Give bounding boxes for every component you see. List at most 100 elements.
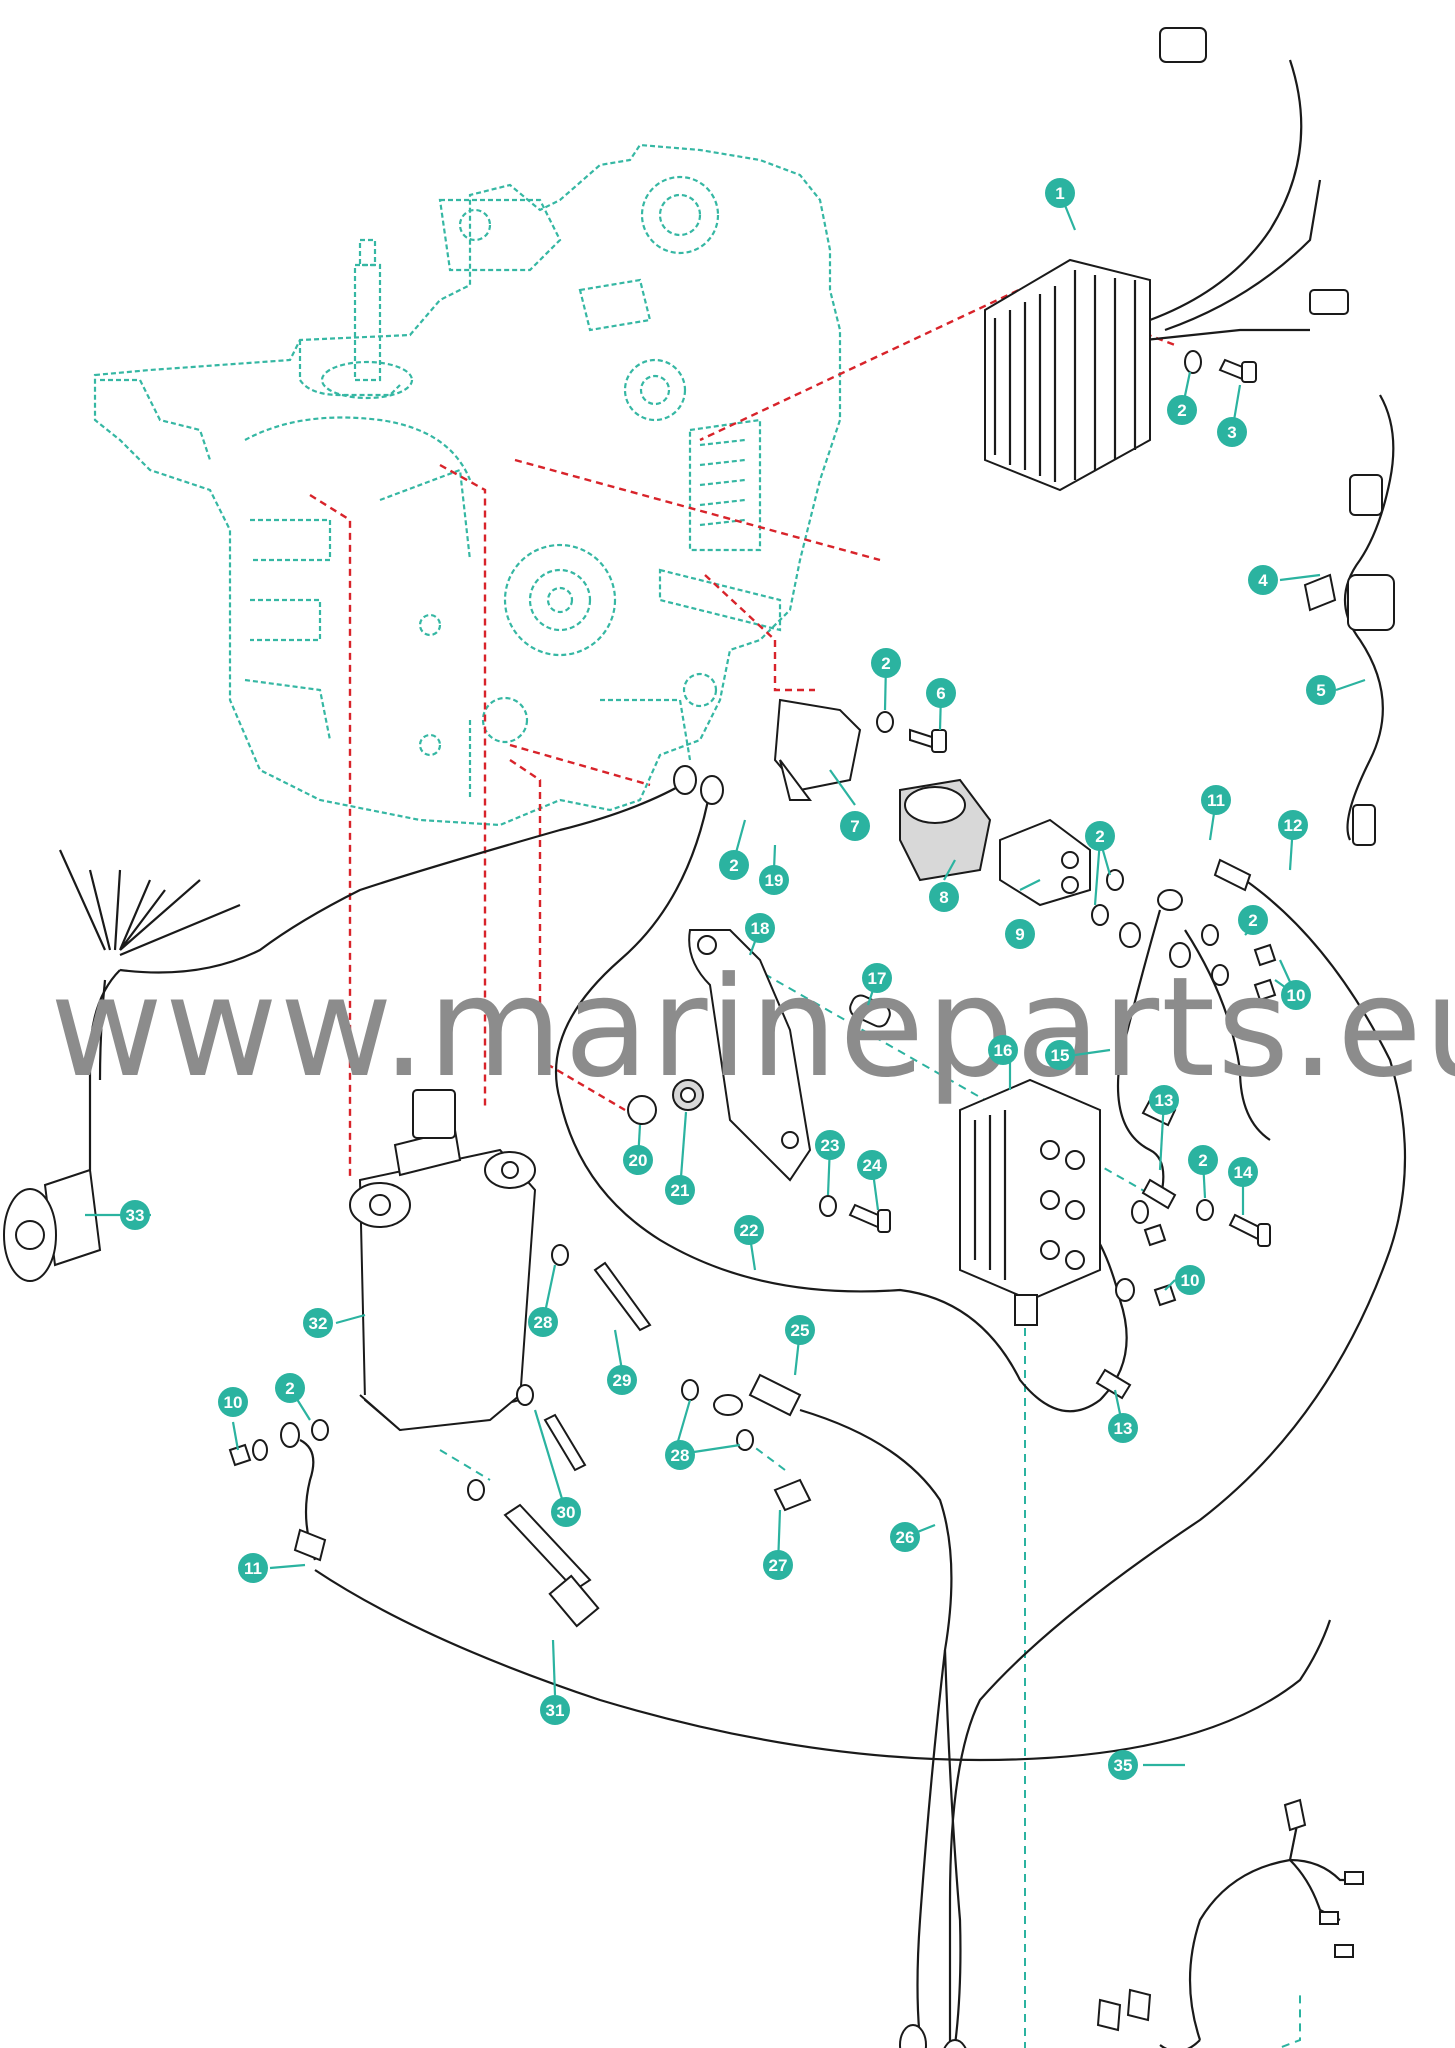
part-callout[interactable]: 2 xyxy=(1167,395,1197,425)
callout-number: 2 xyxy=(729,856,738,875)
part-callout[interactable]: 12 xyxy=(1278,810,1308,840)
spacer-part xyxy=(849,994,891,1028)
part-callout[interactable]: 16 xyxy=(988,1035,1018,1065)
part-callout[interactable]: 25 xyxy=(785,1315,815,1345)
part-callout[interactable]: 20 xyxy=(623,1145,653,1175)
part-callout[interactable]: 19 xyxy=(759,865,789,895)
part-callout[interactable]: 1 xyxy=(1045,178,1075,208)
screw-part xyxy=(1184,350,1257,383)
part-callout[interactable]: 29 xyxy=(607,1365,637,1395)
part-callout[interactable]: 35 xyxy=(1108,1750,1138,1780)
fuse-holder-part xyxy=(1303,474,1395,846)
callout-number: 32 xyxy=(309,1314,328,1333)
connector-part xyxy=(3,1168,102,1282)
part-callout[interactable]: 13 xyxy=(1108,1413,1138,1443)
callout-number: 10 xyxy=(1287,986,1306,1005)
part-callout[interactable]: 24 xyxy=(857,1150,887,1180)
part-callout[interactable]: 10 xyxy=(1175,1265,1205,1295)
stud-part xyxy=(467,1244,652,1628)
callout-number: 28 xyxy=(671,1446,690,1465)
callout-number: 9 xyxy=(1015,925,1024,944)
callout-number: 19 xyxy=(765,871,784,890)
part-callout[interactable]: 31 xyxy=(540,1695,570,1725)
callout-number: 10 xyxy=(1181,1271,1200,1290)
part-callout[interactable]: 14 xyxy=(1228,1157,1258,1187)
connector-part xyxy=(1096,1798,1364,2032)
part-callout[interactable]: 7 xyxy=(840,811,870,841)
callout-number: 11 xyxy=(244,1559,262,1578)
bolt-part xyxy=(819,1195,891,1233)
part-callout[interactable]: 2 xyxy=(275,1373,305,1403)
part-callout[interactable]: 27 xyxy=(763,1550,793,1580)
callout-number: 29 xyxy=(613,1371,632,1390)
engine-block-outline xyxy=(93,143,842,827)
callout-number: 3 xyxy=(1227,423,1236,442)
callout-number: 26 xyxy=(896,1528,915,1547)
part-callout[interactable]: 2 xyxy=(1238,905,1268,935)
part-callout[interactable]: 17 xyxy=(862,963,892,993)
callout-number: 2 xyxy=(1095,827,1104,846)
part-callout[interactable]: 2 xyxy=(1188,1145,1218,1175)
callout-number: 14 xyxy=(1234,1163,1253,1182)
part-callout[interactable]: 13 xyxy=(1149,1085,1179,1115)
callout-number: 15 xyxy=(1051,1046,1070,1065)
bolt-part xyxy=(876,711,947,753)
grommet-part xyxy=(627,1079,704,1125)
rectifier-part xyxy=(984,27,1349,492)
callout-number: 31 xyxy=(546,1701,565,1720)
solenoid-part xyxy=(999,818,1124,926)
wiring xyxy=(58,59,1407,2048)
callout-number: 2 xyxy=(1198,1151,1207,1170)
callout-number: 12 xyxy=(1284,816,1303,835)
part-callout[interactable]: 18 xyxy=(745,913,775,943)
part-callout[interactable]: 6 xyxy=(926,678,956,708)
part-callout[interactable]: 32 xyxy=(303,1308,333,1338)
part-callout[interactable]: 8 xyxy=(929,882,959,912)
part-callout[interactable]: 10 xyxy=(1281,980,1311,1010)
callout-number: 33 xyxy=(126,1206,145,1225)
callout-number: 22 xyxy=(740,1221,759,1240)
part-callout[interactable]: 15 xyxy=(1045,1040,1075,1070)
callout-number: 10 xyxy=(224,1393,243,1412)
part-callout[interactable]: 33 xyxy=(120,1200,150,1230)
part-callout[interactable]: 10 xyxy=(218,1387,248,1417)
ring-terminal-part xyxy=(280,765,1252,2048)
callout-number: 2 xyxy=(1177,401,1186,420)
part-callout[interactable]: 11 xyxy=(238,1553,268,1583)
part-callout[interactable]: 21 xyxy=(665,1175,695,1205)
part-callout[interactable]: 28 xyxy=(665,1440,695,1470)
watermark-text: www.marineparts.eu xyxy=(50,947,1455,1108)
callout-number: 8 xyxy=(939,888,948,907)
callout-number: 27 xyxy=(769,1556,788,1575)
part-callout[interactable]: 22 xyxy=(734,1215,764,1245)
callout-number: 1 xyxy=(1055,184,1064,203)
callout-number: 6 xyxy=(936,684,945,703)
part-callout[interactable]: 28 xyxy=(528,1307,558,1337)
part-callout[interactable]: 23 xyxy=(815,1130,845,1160)
callout-number: 7 xyxy=(850,817,859,836)
part-callout[interactable]: 30 xyxy=(551,1497,581,1527)
callout-number: 21 xyxy=(671,1181,690,1200)
callout-number: 24 xyxy=(863,1156,882,1175)
part-callout[interactable]: 2 xyxy=(1085,821,1115,851)
callout-number: 5 xyxy=(1316,681,1325,700)
part-callout[interactable]: 2 xyxy=(719,850,749,880)
nut-part xyxy=(228,1379,812,1512)
callout-number: 20 xyxy=(629,1151,648,1170)
callout-number: 13 xyxy=(1114,1419,1133,1438)
callout-number: 2 xyxy=(1248,911,1257,930)
part-callout[interactable]: 9 xyxy=(1005,919,1035,949)
callout-number: 28 xyxy=(534,1313,553,1332)
part-callout[interactable]: 3 xyxy=(1217,417,1247,447)
callout-number: 2 xyxy=(881,654,890,673)
part-callout[interactable]: 2 xyxy=(871,648,901,678)
part-callout[interactable]: 11 xyxy=(1201,785,1231,815)
callout-number: 13 xyxy=(1155,1091,1174,1110)
part-callout[interactable]: 26 xyxy=(890,1522,920,1552)
terminal-block-part xyxy=(959,1078,1101,1326)
part-callout[interactable]: 5 xyxy=(1306,675,1336,705)
plate-bracket-part xyxy=(688,929,812,1182)
part-callout[interactable]: 4 xyxy=(1248,565,1278,595)
